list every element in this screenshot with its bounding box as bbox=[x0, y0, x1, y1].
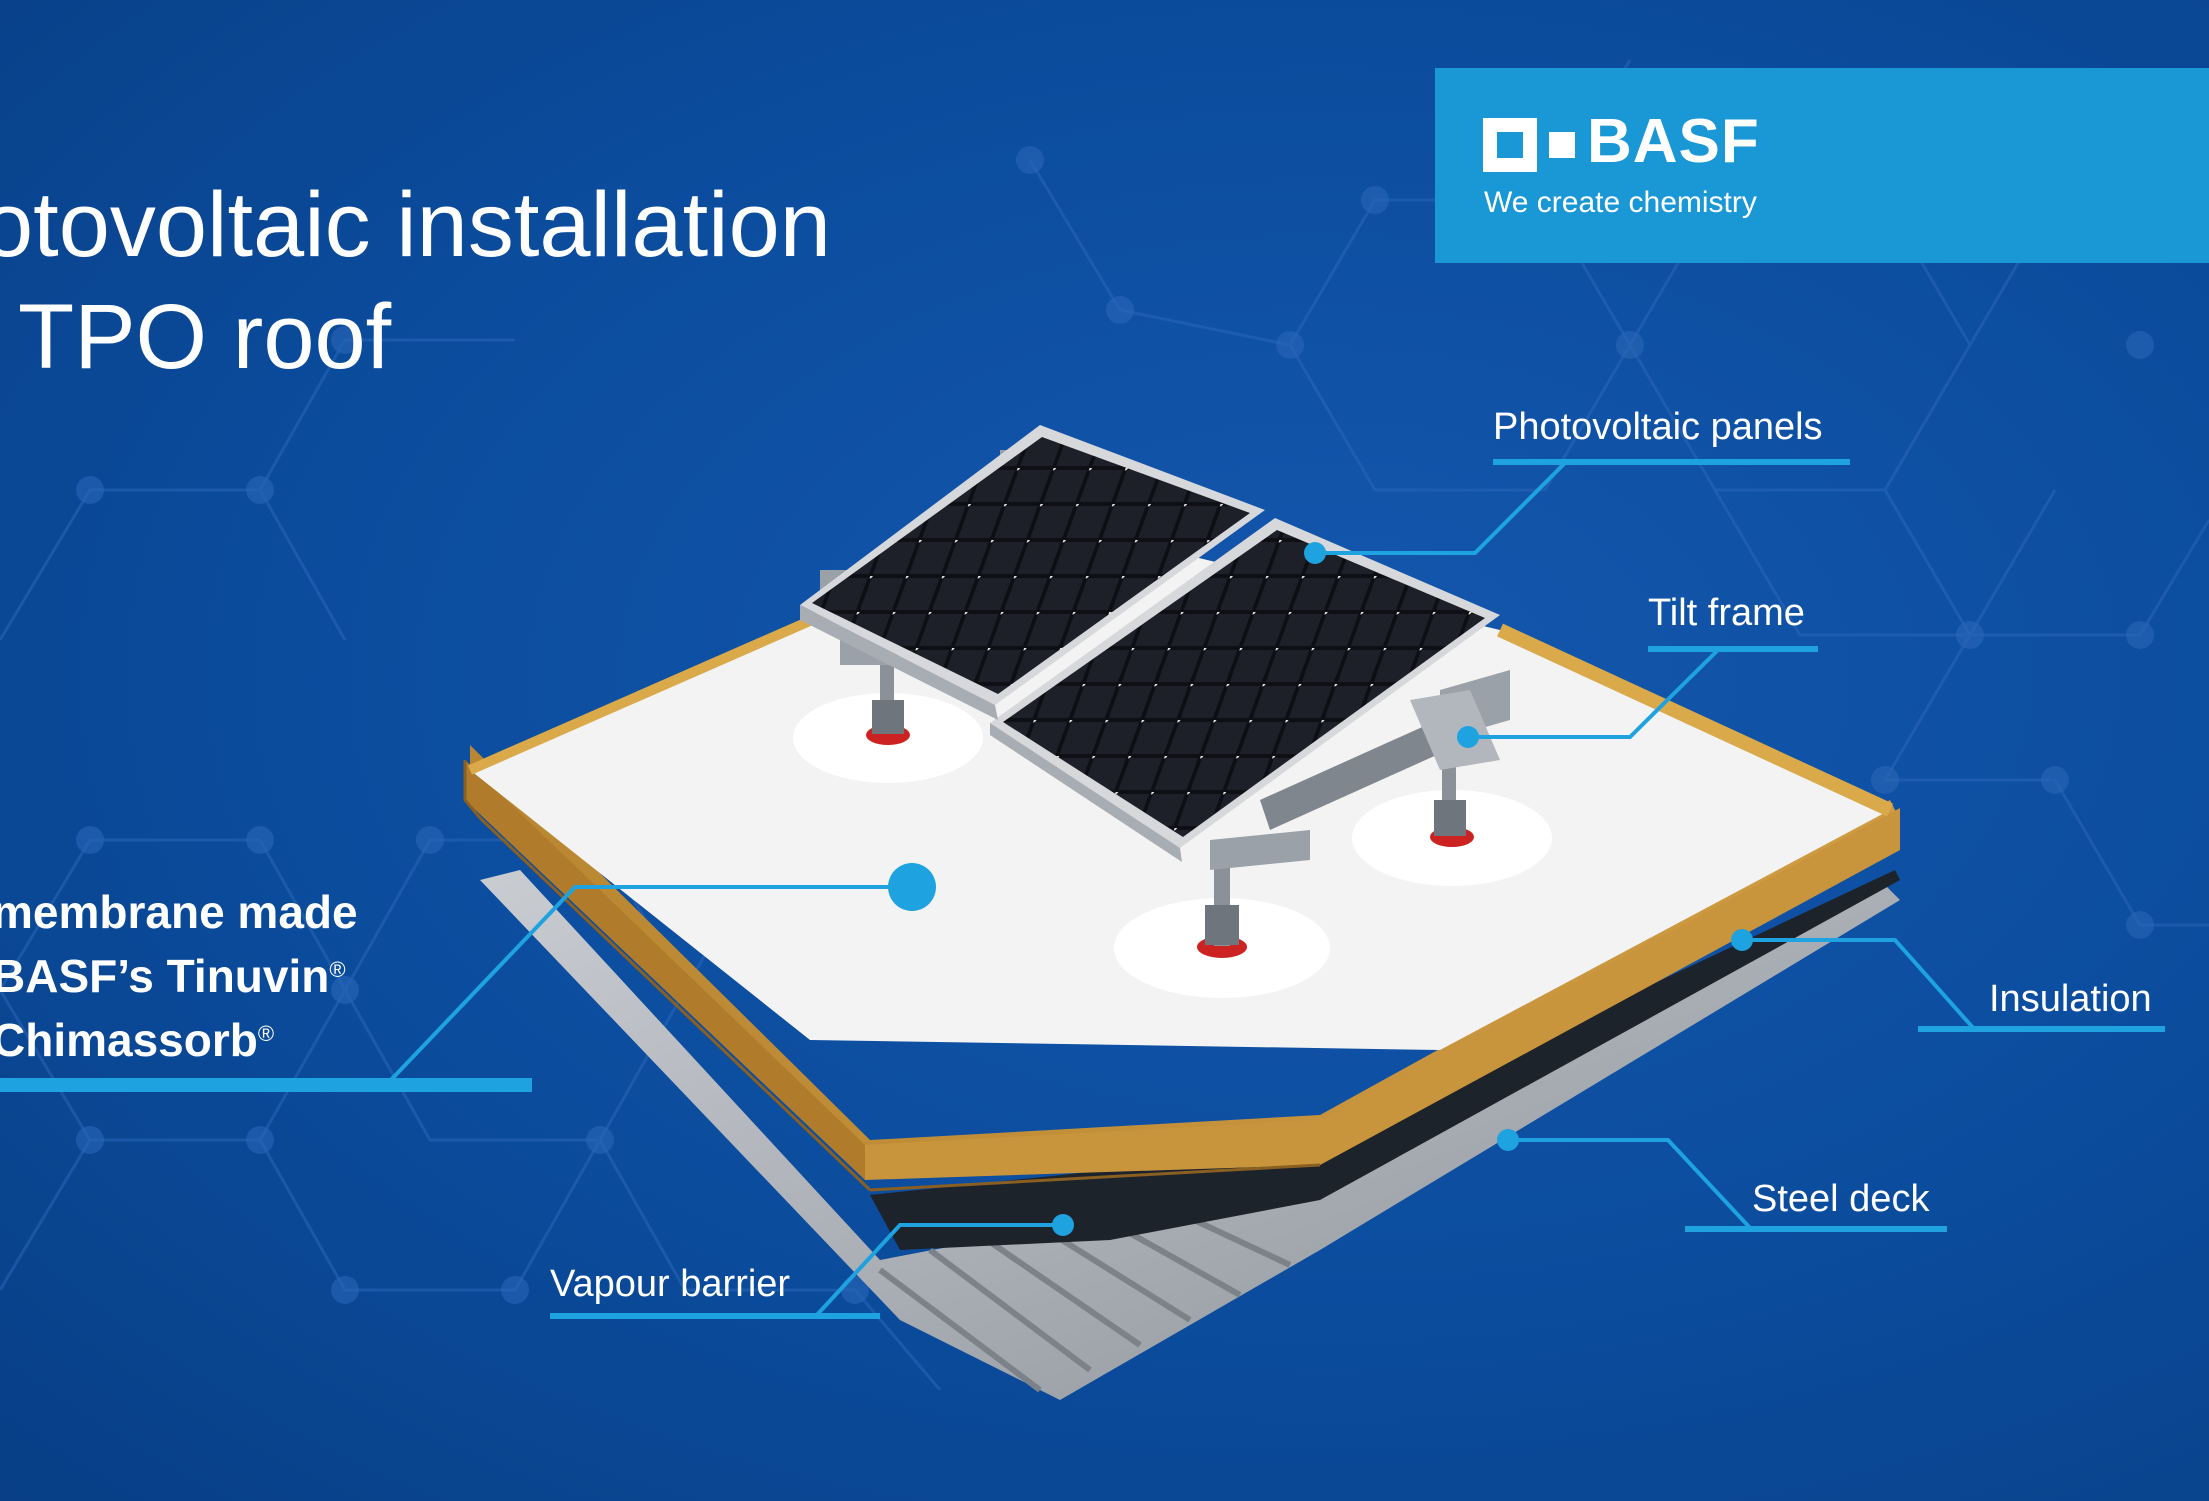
label-photovoltaic-panels: Photovoltaic panels bbox=[1493, 406, 1823, 448]
basf-logo: BASF We create chemistry bbox=[1435, 68, 2209, 263]
photovoltaic-panels bbox=[800, 425, 1500, 862]
chimassorb-text: Chimassorb bbox=[0, 1014, 258, 1066]
page-title-line-1: otovoltaic installation bbox=[0, 174, 831, 276]
membrane-underline bbox=[0, 1078, 532, 1092]
leader-dots bbox=[888, 542, 1753, 1236]
basf-square-icon bbox=[1483, 118, 1575, 172]
label-vapour-barrier: Vapour barrier bbox=[550, 1263, 791, 1305]
ballast-pads bbox=[793, 650, 1552, 998]
membrane-text-line-1: membrane made bbox=[0, 886, 358, 938]
callout-underlines bbox=[550, 459, 2165, 1319]
insulation-boards bbox=[463, 745, 1900, 1192]
registered-mark: ® bbox=[329, 957, 346, 982]
basf-tagline: We create chemistry bbox=[1484, 186, 1757, 219]
tinuvin-text: BASF’s Tinuvin bbox=[0, 950, 330, 1002]
membrane-text-line-2: BASF’s Tinuvin® bbox=[0, 944, 346, 1008]
page-title-line-2: TPO roof bbox=[18, 286, 392, 388]
registered-mark: ® bbox=[257, 1021, 275, 1046]
label-insulation: Insulation bbox=[1989, 978, 2152, 1020]
label-steel-deck: Steel deck bbox=[1752, 1178, 1930, 1220]
vapour-barrier bbox=[870, 870, 1900, 1250]
label-tilt-frame: Tilt frame bbox=[1648, 592, 1805, 634]
basf-wordmark: BASF bbox=[1587, 107, 1760, 176]
membrane-text-line-3: Chimassorb® bbox=[0, 1008, 274, 1072]
